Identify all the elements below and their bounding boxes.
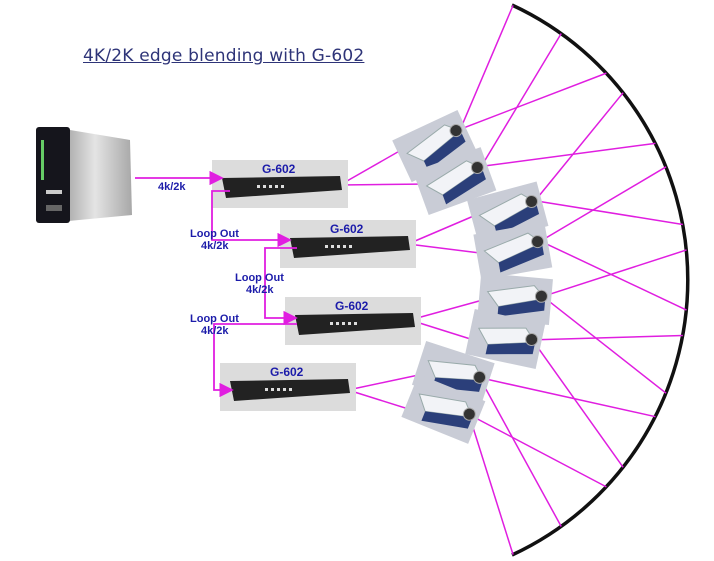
projection-beam [532,334,683,341]
diagram-title: 4K/2K edge blending with G-602 [83,46,365,66]
media-player-server-icon [36,127,132,223]
projector-feed-line [409,319,481,343]
loop-out-arrow-3 [213,323,297,398]
projector-icon-1 [392,110,477,183]
projection-beam [459,5,514,130]
projection-beam [534,200,683,226]
projector-icon-6 [465,309,546,370]
loop-out-arrow-2 [264,247,298,326]
loop-label-1: Loop Out [190,228,239,240]
projection-beam [542,249,687,298]
projection-beam [542,295,667,394]
projector-icon-5 [477,272,553,326]
loop-label-1-format: 4k/2k [201,240,229,252]
g602-device-4: G-602 [220,363,356,411]
projection-beam [468,414,514,555]
loop-out-arrow-1 [211,190,292,248]
projector-icon-4 [473,222,553,280]
g602-device-2: G-602 [280,220,416,268]
projector-icon-2 [412,147,497,215]
projection-beam [479,376,656,418]
source-output-label: 4k/2k [158,181,186,193]
projector-icon-8 [401,374,486,444]
projection-beam [468,413,607,488]
loop-label-3: Loop Out [190,313,239,325]
projector-feed-line [407,211,484,245]
projection-beam [540,166,667,242]
projector-feed-line [339,183,431,186]
projection-beam [481,142,656,168]
projection-beam [480,33,562,167]
projection-screen-arc [511,3,690,557]
projector-feed-line [409,297,491,321]
device-label: G-602 [330,222,364,236]
g602-device-3: G-602 [285,297,421,345]
g602-device-1: G-602 [212,160,348,208]
projection-beams [339,5,687,555]
projection-beam [540,240,687,311]
projection-beam [460,72,607,130]
device-label: G-602 [270,365,304,379]
projection-beam [531,339,624,468]
projection-beam [478,377,562,527]
device-label: G-602 [335,299,369,313]
device-label: G-602 [262,162,296,176]
loop-label-2: Loop Out [235,272,284,284]
projector-feed-line [407,243,489,255]
loop-label-2-format: 4k/2k [246,284,274,296]
loop-label-3-format: 4k/2k [201,325,229,337]
projection-beam [534,92,624,202]
projector-feed-line [347,372,429,391]
